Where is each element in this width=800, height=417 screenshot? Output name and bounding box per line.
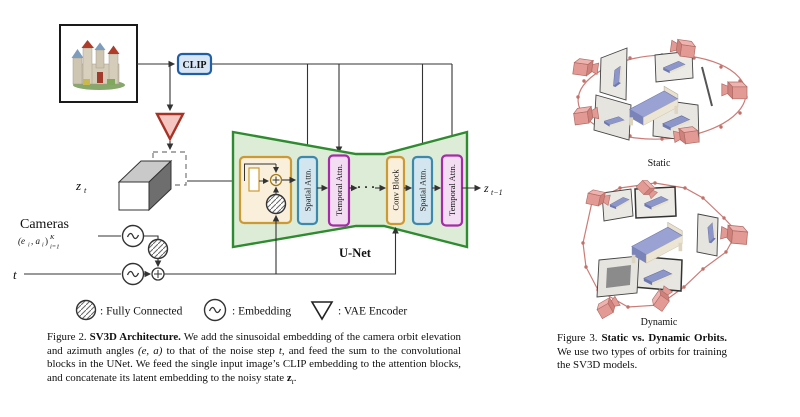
legend-fully-connected-label: : Fully Connected bbox=[100, 306, 183, 318]
cameras-label: Cameras bbox=[20, 217, 69, 232]
dynamic-orbit-figure: Dynamic bbox=[581, 177, 749, 328]
svg-text:z: z bbox=[75, 178, 81, 193]
svg-text:i: i bbox=[28, 243, 30, 249]
legend-vae-encoder-icon bbox=[310, 301, 334, 321]
spatial-attn-right-label: Spatial Attn. bbox=[418, 169, 428, 212]
temporal-attn-left-block bbox=[327, 154, 351, 227]
temporal-attn-right-label: Temporal Attn. bbox=[447, 164, 457, 216]
sv3d-architecture-diagram: CLIP z t bbox=[13, 24, 503, 322]
figure2-caption: Figure 2. SV3D Architecture. We add the … bbox=[47, 331, 461, 386]
clip-box: CLIP bbox=[176, 52, 213, 76]
svg-text:): ) bbox=[45, 236, 48, 246]
cameras-formula: (e i , a i ) K i=1 bbox=[18, 234, 59, 251]
svg-text:K: K bbox=[49, 234, 55, 241]
spatial-attn-left-label: Spatial Attn. bbox=[303, 169, 313, 212]
svg-text:z: z bbox=[483, 181, 489, 195]
figure2-caption-title: SV3D Architecture. bbox=[89, 331, 181, 343]
svg-text:i=1: i=1 bbox=[50, 244, 59, 251]
t-label: t bbox=[13, 267, 17, 282]
clip-label: CLIP bbox=[183, 60, 207, 71]
spatial-attn-left-block bbox=[296, 155, 319, 226]
dynamic-label: Dynamic bbox=[641, 317, 678, 328]
static-orbit-figure: Static bbox=[572, 38, 748, 169]
spatial-attn-right-block bbox=[411, 155, 434, 226]
unet-label: U-Net bbox=[339, 246, 372, 260]
svg-text:i: i bbox=[42, 243, 44, 249]
legend: : Fully Connected : Embedding : VAE Enco… bbox=[75, 298, 407, 322]
static-label: Static bbox=[648, 158, 671, 169]
conv-block-label: Conv Block bbox=[391, 169, 401, 211]
ellipsis-dots: · · · bbox=[357, 180, 375, 194]
legend-vae-encoder-label: : VAE Encoder bbox=[338, 306, 407, 318]
svg-text:(e: (e bbox=[18, 236, 25, 246]
svg-text:, a: , a bbox=[31, 236, 41, 246]
conv-block bbox=[385, 155, 406, 226]
svg-text:t: t bbox=[84, 185, 87, 195]
legend-embedding-icon bbox=[203, 298, 227, 322]
connector-lines bbox=[137, 60, 456, 154]
embedding-circle-t bbox=[121, 262, 145, 286]
embedding-circle-cameras bbox=[121, 224, 145, 248]
vae-encoder-triangle bbox=[155, 112, 185, 142]
temporal-attn-left-label: Temporal Attn. bbox=[334, 164, 344, 216]
input-image-castle bbox=[59, 24, 138, 103]
ztm1-label: z t−1 bbox=[483, 181, 503, 197]
unet-blocks: Spatial Attn. Temporal Attn. · · · Conv … bbox=[296, 154, 464, 227]
cameras-emb-to-fc bbox=[144, 235, 159, 239]
figure2-caption-label: Figure 2. bbox=[47, 331, 87, 343]
sum-plus-circle bbox=[151, 267, 165, 281]
legend-embedding-label: : Embedding bbox=[232, 306, 291, 318]
conv-in-block bbox=[238, 155, 293, 225]
temporal-attn-right-block bbox=[440, 154, 464, 227]
figure3-caption: Figure 3. Static vs. Dynamic Orbits. We … bbox=[557, 332, 727, 371]
fully-connected-circle-cameras bbox=[147, 238, 169, 260]
svg-text:t−1: t−1 bbox=[491, 188, 503, 197]
zt-label: z t bbox=[75, 178, 87, 195]
block-arrows bbox=[282, 176, 482, 192]
figure3-caption-title: Static vs. Dynamic Orbits. bbox=[601, 332, 727, 344]
sum-routing-lines bbox=[164, 214, 399, 275]
fully-connected-circle-conv bbox=[265, 193, 287, 215]
dynamic-center-bed bbox=[631, 221, 683, 264]
zt-cube bbox=[117, 159, 173, 212]
legend-fully-connected-icon bbox=[75, 299, 97, 321]
figure3-caption-label: Figure 3. bbox=[557, 332, 598, 344]
